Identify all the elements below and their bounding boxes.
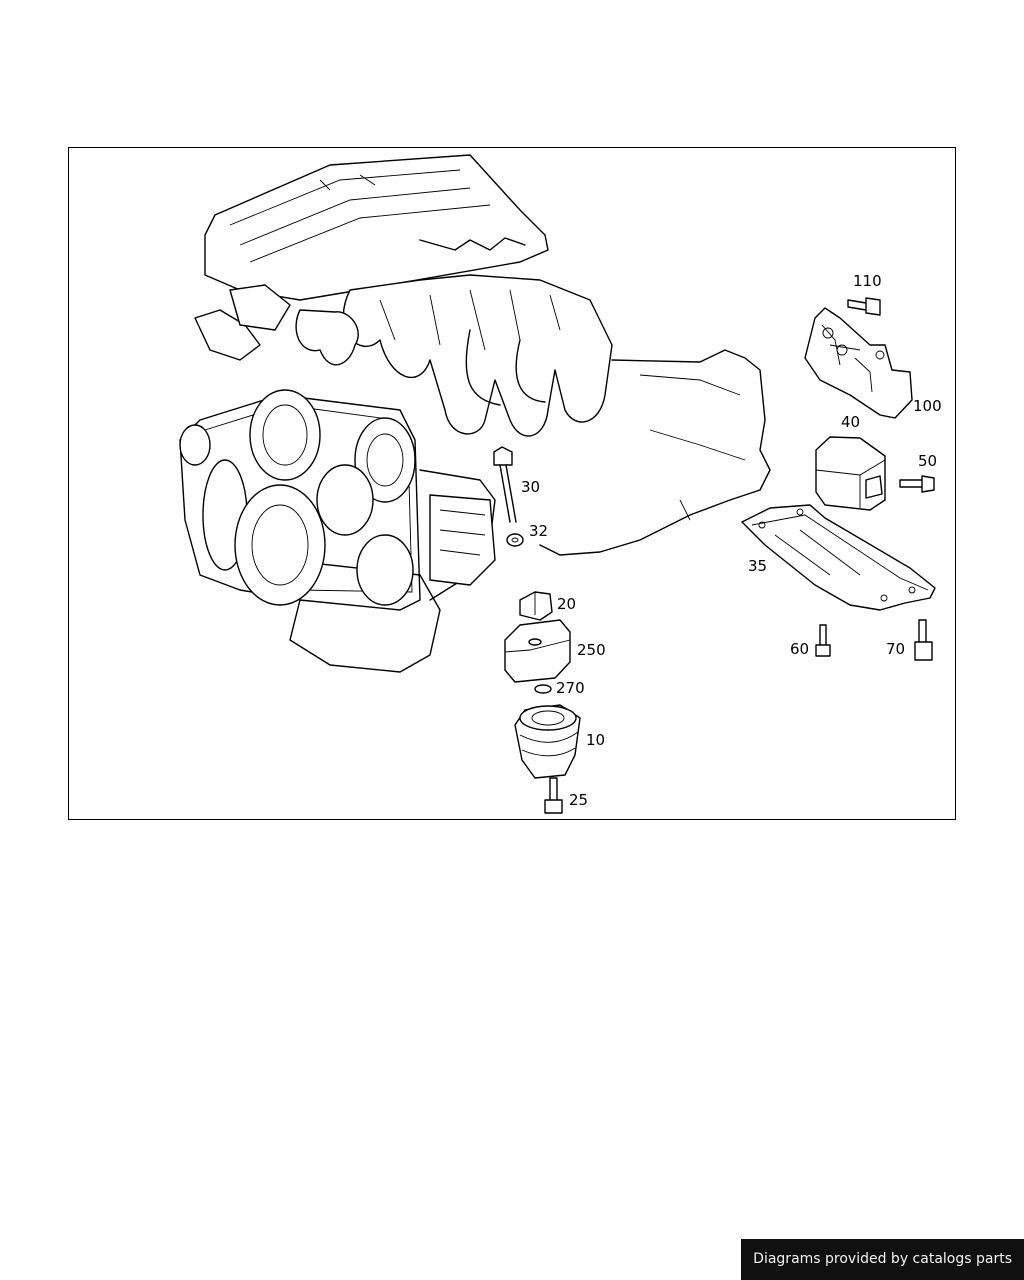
callout-35: 35 [748,557,767,575]
bracket-20 [519,591,553,621]
mount-40 [815,436,886,511]
bolt-50 [899,475,935,493]
engine-mount-10 [514,704,581,779]
callout-270: 270 [556,679,585,697]
bolt-70 [914,619,933,661]
bolt-30 [493,446,517,523]
callout-50: 50 [918,452,937,470]
bolt-110 [847,297,881,316]
callout-100: 100 [913,397,942,415]
callout-10: 10 [586,731,605,749]
callout-250: 250 [577,641,606,659]
bolt-25 [544,777,563,814]
attribution-badge: Diagrams provided by catalogs parts [741,1239,1024,1280]
callout-30: 30 [521,478,540,496]
callout-32: 32 [529,522,548,540]
callout-20: 20 [557,595,576,613]
callout-25: 25 [569,791,588,809]
heat-shield-250 [504,619,571,683]
bolt-60 [815,624,831,657]
washer-270 [534,684,552,694]
crossmember-35 [741,504,936,611]
callout-110: 110 [853,272,882,290]
washer-32 [506,533,524,547]
callout-60: 60 [790,640,809,658]
callout-40: 40 [841,413,860,431]
engine-illustration [179,154,771,673]
callout-70: 70 [886,640,905,658]
bracket-100 [804,307,913,419]
